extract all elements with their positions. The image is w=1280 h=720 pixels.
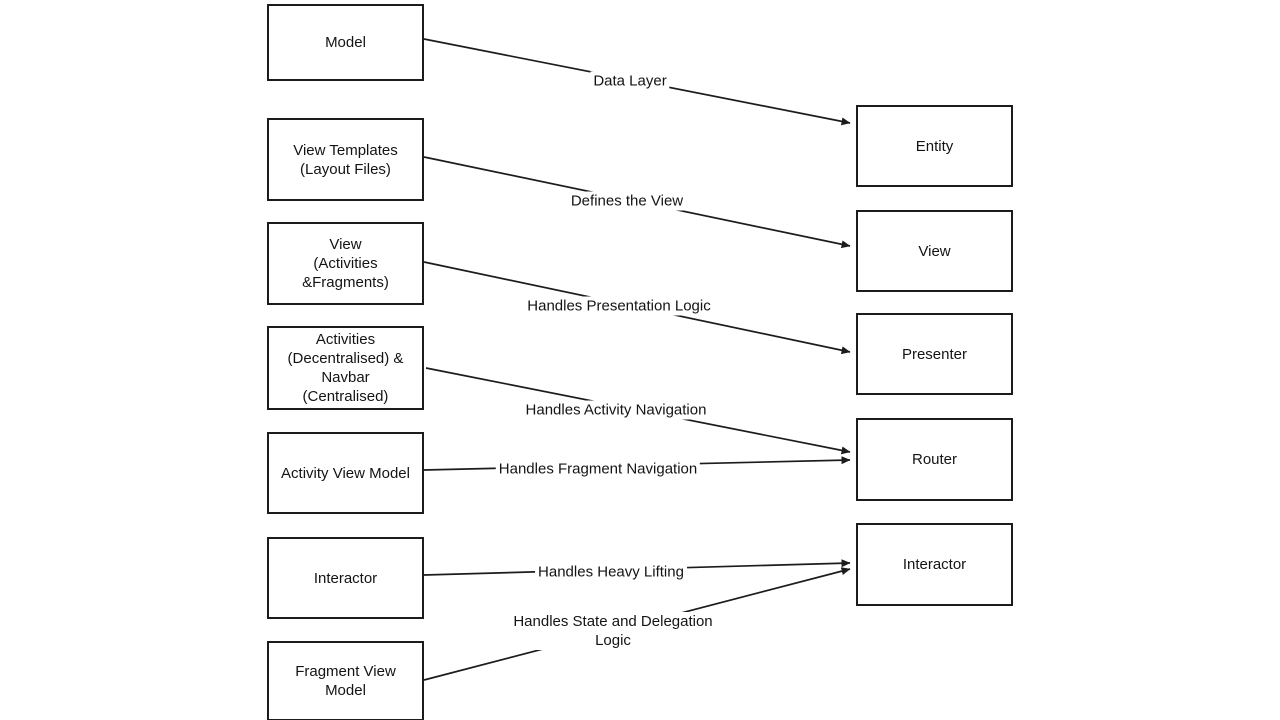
node-router: Router bbox=[856, 418, 1013, 501]
edge-label-handles-fragment-navigation: Handles Fragment Navigation bbox=[495, 459, 701, 479]
node-fragment-view-model: Fragment View Model bbox=[267, 641, 424, 720]
node-entity: Entity bbox=[856, 105, 1013, 187]
edge-label-data-layer: Data Layer bbox=[590, 71, 670, 91]
node-interactor-left: Interactor bbox=[267, 537, 424, 619]
edge-label-handles-presentation-logic: Handles Presentation Logic bbox=[524, 296, 714, 316]
node-presenter: Presenter bbox=[856, 313, 1013, 395]
node-activities-navbar: Activities (Decentralised) & Navbar (Cen… bbox=[267, 326, 424, 410]
node-interactor-right: Interactor bbox=[856, 523, 1013, 606]
edge-label-defines-the-view: Defines the View bbox=[567, 191, 687, 211]
edge-label-handles-state-delegation: Handles State and Delegation Logic bbox=[510, 612, 716, 650]
edge-label-handles-activity-navigation: Handles Activity Navigation bbox=[522, 400, 710, 420]
node-model: Model bbox=[267, 4, 424, 81]
node-view: View bbox=[856, 210, 1013, 292]
node-activity-view-model: Activity View Model bbox=[267, 432, 424, 514]
node-view-activities-fragments: View (Activities &Fragments) bbox=[267, 222, 424, 305]
node-view-templates: View Templates (Layout Files) bbox=[267, 118, 424, 201]
edge-label-handles-heavy-lifting: Handles Heavy Lifting bbox=[535, 562, 687, 582]
